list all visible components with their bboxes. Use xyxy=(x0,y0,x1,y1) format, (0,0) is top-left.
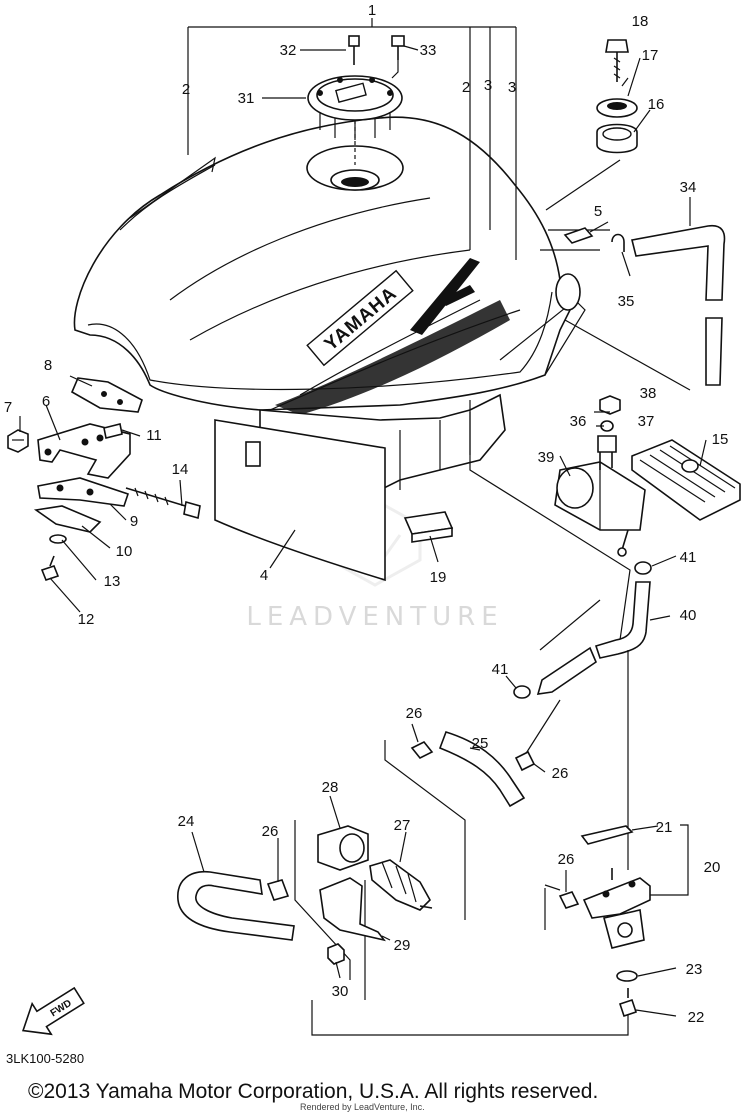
collar-11 xyxy=(103,423,123,439)
label-33: 33 xyxy=(420,42,437,59)
hose-21 xyxy=(580,825,634,845)
label-28: 28 xyxy=(322,779,339,796)
fuel-cock-20 xyxy=(582,868,651,949)
leader-1 xyxy=(187,18,517,260)
label-17: 17 xyxy=(642,47,659,64)
washer-23 xyxy=(616,970,638,982)
holder-28 xyxy=(317,825,369,871)
label-25: 25 xyxy=(472,735,489,752)
clamp-41b xyxy=(513,685,531,699)
clamp-26a xyxy=(410,740,434,760)
clamp-26b xyxy=(514,750,536,772)
label-30: 30 xyxy=(332,983,349,1000)
label-26b: 26 xyxy=(552,765,569,782)
bolt-18 xyxy=(605,39,629,82)
label-26c: 26 xyxy=(262,823,279,840)
label-3a: 3 xyxy=(484,77,492,94)
part-labels: 1 2 2 3 3 4 5 6 7 8 9 10 11 12 13 14 15 … xyxy=(4,2,729,1026)
label-27: 27 xyxy=(394,817,411,834)
label-24: 24 xyxy=(178,813,195,830)
label-8: 8 xyxy=(44,357,52,374)
label-40: 40 xyxy=(680,607,697,624)
label-9: 9 xyxy=(130,513,138,530)
clamp-41a xyxy=(634,561,652,575)
damper-19 xyxy=(403,511,454,543)
watermark-text: LEADVENTURE xyxy=(246,602,503,632)
grommet-17 xyxy=(596,98,638,118)
label-39: 39 xyxy=(538,449,555,466)
label-16: 16 xyxy=(648,96,665,113)
forward-arrow-icon: FWD xyxy=(21,986,85,1036)
bolt-33 xyxy=(391,35,405,79)
bracket-29 xyxy=(319,877,386,942)
rendered-by-text: Rendered by LeadVenture, Inc. xyxy=(300,1102,425,1112)
label-12: 12 xyxy=(78,611,95,628)
plate-10 xyxy=(33,505,102,533)
hose-25 xyxy=(438,731,526,808)
label-4: 4 xyxy=(260,567,268,584)
nut-38 xyxy=(599,395,621,415)
label-26a: 26 xyxy=(406,705,423,722)
bolt-32 xyxy=(348,35,360,65)
label-20: 20 xyxy=(704,859,721,876)
label-2a: 2 xyxy=(182,81,190,98)
label-23: 23 xyxy=(686,961,703,978)
label-5: 5 xyxy=(594,203,602,220)
damper-16 xyxy=(596,123,638,154)
hose-40 xyxy=(594,581,651,659)
label-13: 13 xyxy=(104,573,121,590)
bushing-36 xyxy=(597,435,617,453)
label-37: 37 xyxy=(638,413,655,430)
label-41a: 41 xyxy=(680,549,697,566)
clip-5 xyxy=(563,227,594,244)
clip-35 xyxy=(611,233,625,252)
label-35: 35 xyxy=(618,293,635,310)
diagram-code: 3LK100-5280 xyxy=(6,1051,84,1066)
hose-24 xyxy=(177,871,295,941)
cover-15 xyxy=(631,439,741,521)
label-15: 15 xyxy=(712,431,729,448)
hose-34 xyxy=(631,224,726,301)
plate-8 xyxy=(70,377,143,413)
nut-7 xyxy=(7,429,29,453)
panel-4 xyxy=(214,419,386,582)
label-1: 1 xyxy=(368,2,376,19)
label-10: 10 xyxy=(116,543,133,560)
label-14: 14 xyxy=(172,461,189,478)
clamp-26c xyxy=(266,879,290,901)
leader-lines xyxy=(19,45,707,1017)
label-29: 29 xyxy=(394,937,411,954)
label-41b: 41 xyxy=(492,661,509,678)
label-2b: 2 xyxy=(462,79,470,96)
label-38: 38 xyxy=(640,385,657,402)
label-22: 22 xyxy=(688,1009,705,1026)
screw-30 xyxy=(327,943,345,965)
fuel-cap xyxy=(307,75,403,165)
label-26d: 26 xyxy=(558,851,575,868)
screw-22 xyxy=(618,988,638,1018)
label-7: 7 xyxy=(4,399,12,416)
label-32: 32 xyxy=(280,42,297,59)
clamp-26d xyxy=(558,891,580,909)
label-34: 34 xyxy=(680,179,697,196)
copyright-text: ©2013 Yamaha Motor Corporation, U.S.A. A… xyxy=(28,1080,598,1103)
label-11: 11 xyxy=(146,427,162,444)
label-21: 21 xyxy=(656,819,673,836)
label-6: 6 xyxy=(42,393,50,410)
fuel-filter-27 xyxy=(369,859,433,911)
label-3b: 3 xyxy=(508,79,516,96)
label-19: 19 xyxy=(430,569,447,586)
label-18: 18 xyxy=(632,13,649,30)
label-36: 36 xyxy=(570,413,587,430)
washer-13 xyxy=(49,534,67,544)
rubber-9 xyxy=(37,477,130,507)
label-31: 31 xyxy=(238,90,255,107)
screw-12 xyxy=(40,555,60,581)
bolt-14 xyxy=(125,487,201,520)
fuel-pump-39 xyxy=(554,448,646,557)
